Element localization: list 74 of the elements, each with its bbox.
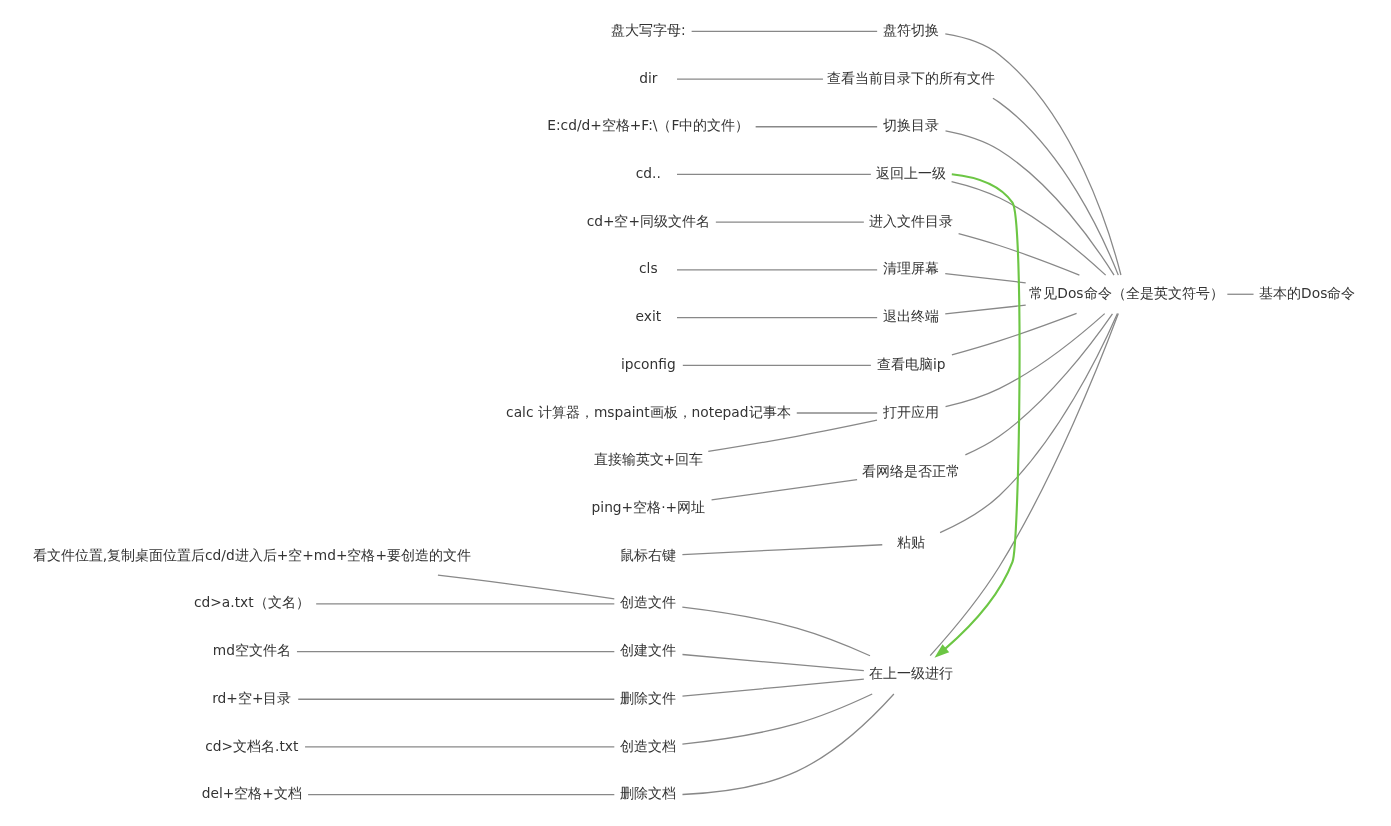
- node-text: 查看当前目录下的所有文件: [827, 69, 996, 86]
- node-text: rd+空+目录: [212, 689, 292, 706]
- connector: [676, 173, 872, 176]
- node-text: 创建文件: [620, 642, 677, 659]
- node-text: 鼠标右键: [620, 546, 677, 563]
- connector: [676, 316, 878, 319]
- node-text: ipconfig: [620, 355, 676, 372]
- connector: [437, 574, 615, 600]
- node-text: 删除文件: [620, 689, 677, 706]
- connector: [297, 698, 615, 700]
- connector: [944, 304, 1027, 315]
- connector: [681, 653, 865, 672]
- connector: [307, 794, 615, 796]
- connector: [691, 30, 878, 32]
- node-text: 常见Dos命令（全是英文符号）: [1029, 284, 1224, 301]
- node-text: 看网络是否正常: [862, 462, 961, 479]
- node-text: 创造文件: [620, 594, 677, 611]
- connector: [992, 97, 1119, 276]
- node-text: 删除文档: [620, 785, 677, 802]
- node-text: cd..: [635, 165, 661, 182]
- node-text: cd+空+同级文件名: [586, 212, 711, 229]
- node-text: 粘贴: [897, 534, 926, 551]
- node-text: E:cd/d+空格+F:\（F中的文件）: [547, 117, 750, 134]
- node-text: 返回上一级: [876, 165, 947, 182]
- node-text: 直接输英文+回车: [593, 451, 704, 468]
- connector: [707, 419, 878, 453]
- node-text: md空文件名: [212, 642, 291, 659]
- connector: [315, 603, 615, 605]
- connector: [944, 130, 1115, 276]
- node-text: dir: [639, 69, 658, 86]
- connector: [682, 364, 872, 366]
- connector: [681, 678, 865, 697]
- connector: [296, 650, 615, 653]
- connector: [796, 412, 878, 414]
- node-text: calc 计算器，mspaint画板，notepad记事本: [506, 403, 791, 420]
- connector: [964, 313, 1114, 456]
- node-text: 清理屏幕: [883, 260, 940, 277]
- connector: [944, 33, 1122, 276]
- node-text: 退出终端: [883, 308, 940, 325]
- connector: [681, 544, 883, 556]
- connector: [951, 312, 1078, 356]
- node-text: cd>文档名.txt: [205, 737, 299, 754]
- node-text: 盘符切换: [883, 21, 940, 38]
- node-text: 创造文档: [620, 737, 677, 754]
- connector: [929, 312, 1119, 657]
- connector: [944, 273, 1027, 284]
- node-text: exit: [635, 308, 662, 325]
- node-text: ping+空格·+网址: [591, 499, 706, 516]
- connector: [681, 693, 895, 796]
- connector: [681, 606, 871, 657]
- node-text: 切换目录: [883, 117, 940, 134]
- connector: [950, 180, 1107, 276]
- connector: [944, 312, 1106, 408]
- connector: [957, 232, 1081, 276]
- node-text: cd>a.txt（文名）: [194, 594, 310, 611]
- connector: [304, 746, 615, 748]
- connector: [715, 221, 865, 223]
- node-text: 查看电脑ip: [876, 355, 946, 372]
- connector: [939, 312, 1119, 534]
- node-text: 在上一级进行: [869, 665, 954, 682]
- node-text: 看文件位置,复制桌面位置后cd/d进入后+空+md+空格+要创造的文件: [32, 546, 471, 563]
- connector: [710, 479, 858, 501]
- connector: [676, 78, 824, 80]
- connector: [676, 269, 878, 271]
- node-text: 盘大写字母:: [611, 21, 686, 38]
- arrow: [934, 173, 1021, 658]
- node-text: 打开应用: [883, 403, 940, 420]
- connector: [1226, 293, 1255, 295]
- node-text: cls: [639, 260, 658, 277]
- node-text: 进入文件目录: [869, 212, 954, 229]
- connector: [755, 126, 878, 128]
- node-text: 基本的Dos命令: [1259, 284, 1356, 301]
- connector: [681, 693, 873, 745]
- node-text: del+空格+文档: [201, 785, 302, 802]
